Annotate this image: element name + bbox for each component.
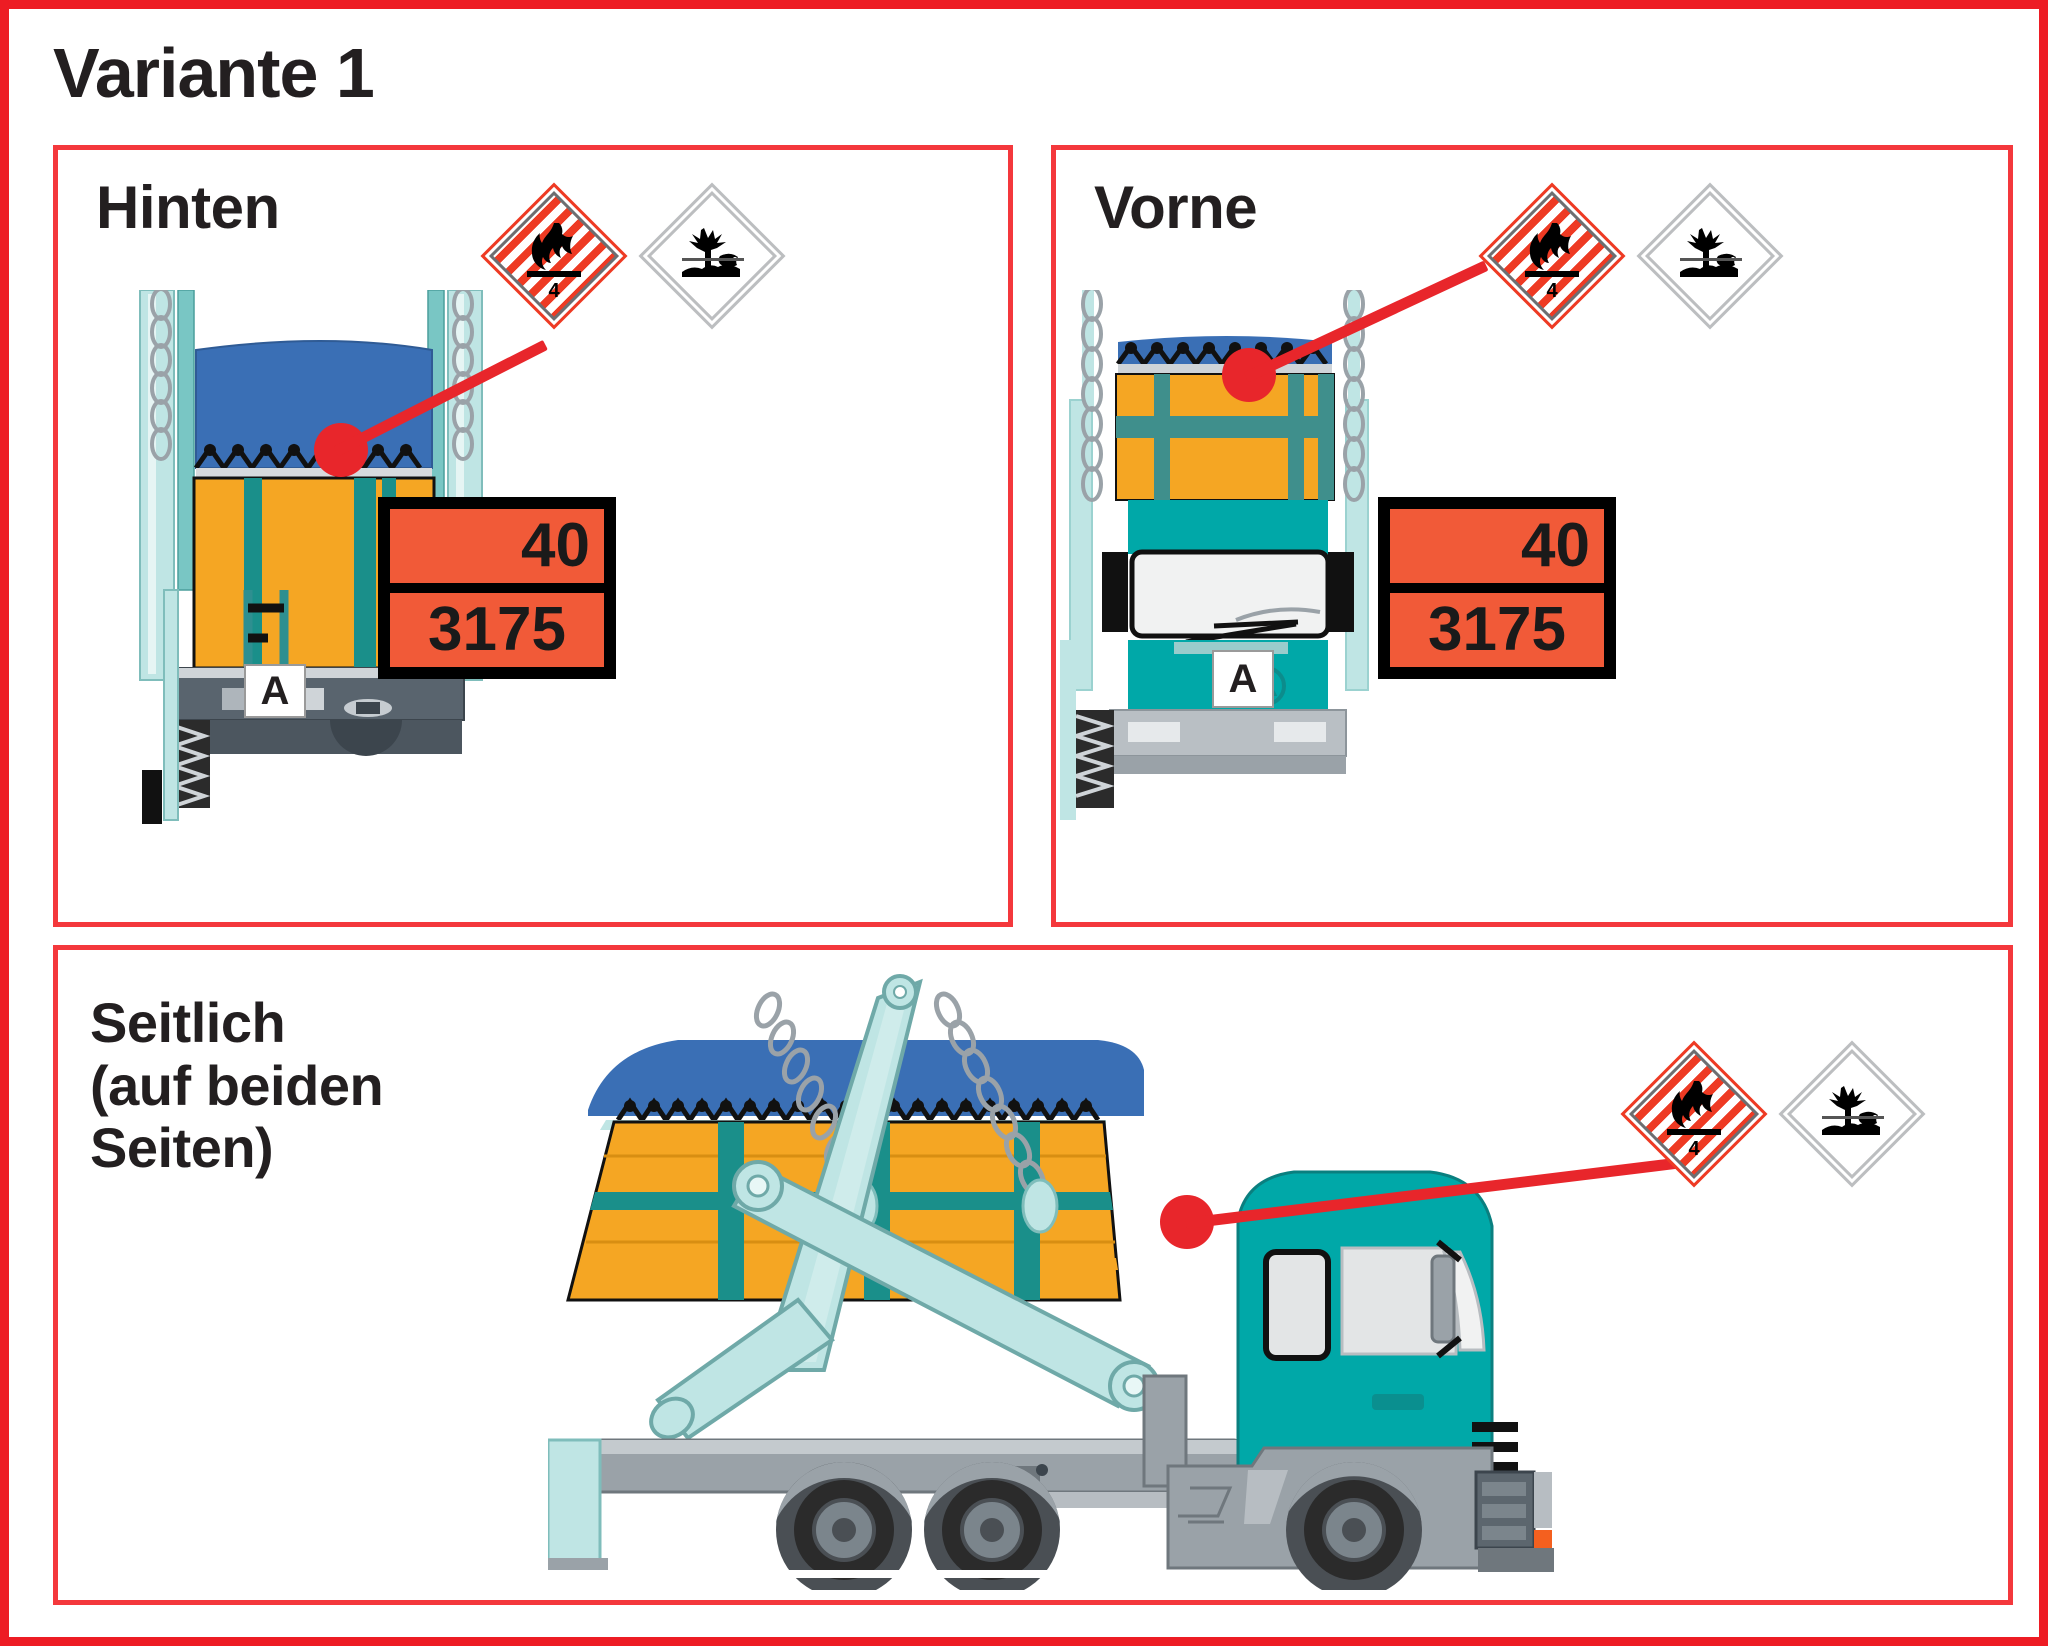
panel-label-vorne: Vorne — [1094, 174, 1258, 241]
dead-tree-and-fish-icon — [1674, 224, 1746, 288]
placard-class-number: 4 — [548, 280, 560, 303]
panel-vorne: Vorne — [1051, 145, 2013, 927]
kemler-hazard-number: 40 — [1389, 508, 1605, 584]
panel-seitlich: Seitlich (auf beiden Seiten) — [53, 945, 2013, 1605]
country-plate-a-front: A — [1212, 650, 1274, 708]
country-plate-code: A — [1228, 656, 1258, 701]
page-title: Variante 1 — [53, 34, 375, 112]
placard-environmental-rear — [638, 182, 786, 330]
truck-side-illustration — [548, 970, 1678, 1590]
panel-hinten: Hinten — [53, 145, 1013, 927]
dead-tree-and-fish-icon — [1816, 1082, 1888, 1146]
flame-icon — [523, 221, 585, 279]
placard-environmental-side — [1778, 1040, 1926, 1188]
panel-label-seitlich: Seitlich (auf beiden Seiten) — [90, 991, 384, 1180]
flame-icon — [1663, 1079, 1725, 1137]
kemler-un-number: 3175 — [389, 592, 605, 668]
placard-class-4-1-side: 4 — [1620, 1040, 1768, 1188]
dead-tree-and-fish-icon — [676, 224, 748, 288]
placard-class-number: 4 — [1688, 1138, 1700, 1161]
placard-class-number: 4 — [1546, 280, 1558, 303]
kemler-hazard-number: 40 — [389, 508, 605, 584]
kemler-plate-rear: 40 3175 — [378, 497, 616, 679]
country-plate-code: A — [260, 668, 290, 713]
panel-label-hinten: Hinten — [96, 174, 280, 241]
flame-icon — [1521, 221, 1583, 279]
country-plate-a-rear: A — [244, 664, 306, 718]
placard-environmental-front — [1636, 182, 1784, 330]
kemler-plate-front: 40 3175 — [1378, 497, 1616, 679]
placard-class-4-1-rear: 4 — [480, 182, 628, 330]
kemler-un-number: 3175 — [1389, 592, 1605, 668]
placard-class-4-1-front: 4 — [1478, 182, 1626, 330]
